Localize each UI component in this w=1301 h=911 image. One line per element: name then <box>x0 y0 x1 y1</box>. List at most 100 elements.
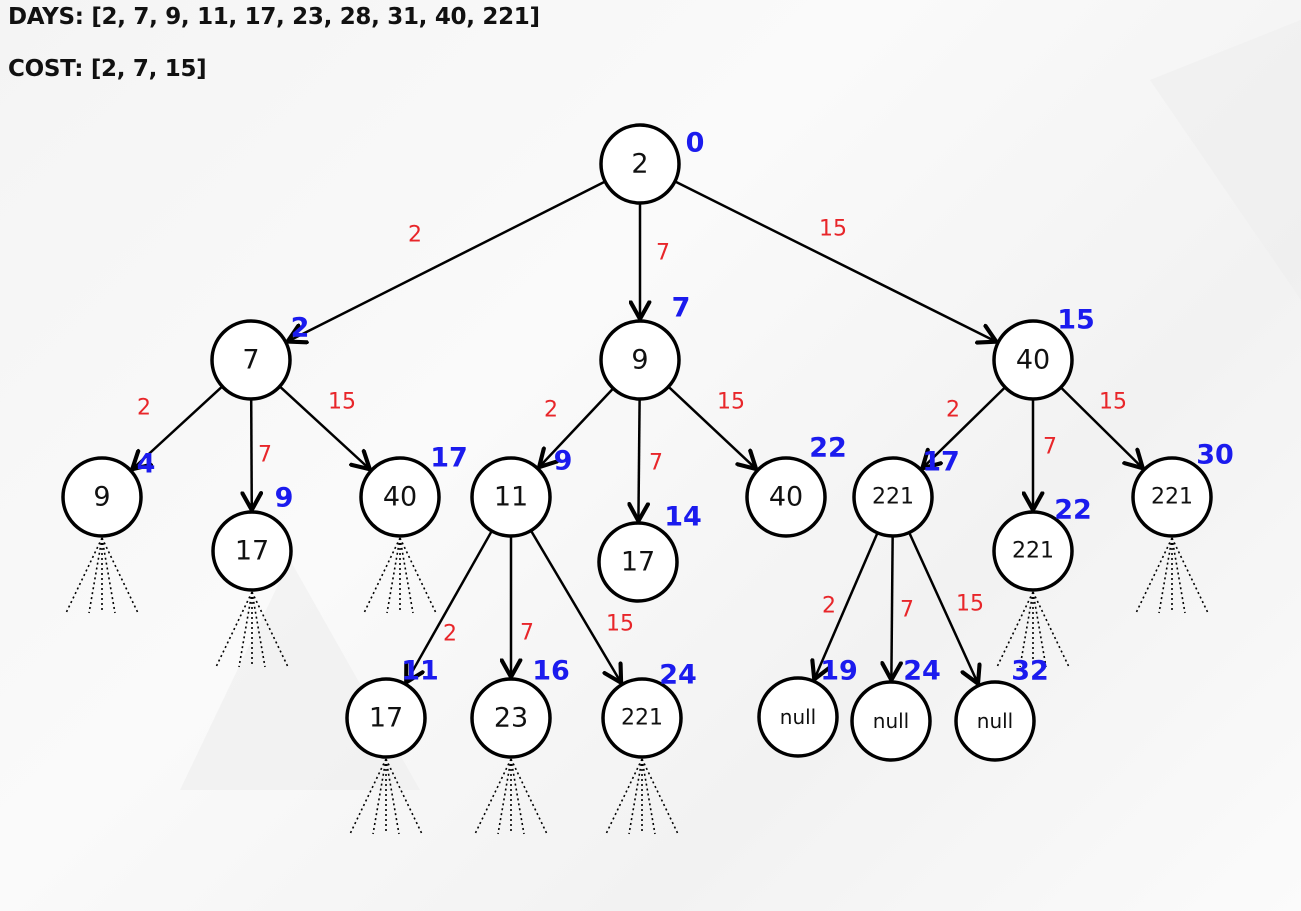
tree-node-null2: null <box>850 680 932 762</box>
node-label: 40 <box>383 482 417 513</box>
edge-cost-label: 2 <box>544 398 558 423</box>
node-circle <box>992 510 1074 592</box>
tree-node-n9: 9 <box>599 319 681 401</box>
edge-cost-label: 15 <box>606 612 634 637</box>
edge-n7-to-n7_17 <box>251 398 252 510</box>
node-circle <box>345 677 427 759</box>
edge-cost-label: 15 <box>717 390 745 415</box>
node-circle <box>992 319 1074 401</box>
edge-cost-label: 15 <box>1099 390 1127 415</box>
accumulated-cost-label: 17 <box>922 447 960 478</box>
accumulated-cost-label: 15 <box>1057 305 1095 336</box>
edge-cost-label: 7 <box>520 621 534 646</box>
node-label: null <box>780 705 816 729</box>
accumulated-cost-label: 4 <box>137 449 156 480</box>
edge-cost-label: 7 <box>258 443 272 468</box>
node-circle <box>599 319 681 401</box>
days-array-label: DAYS: [2, 7, 9, 11, 17, 23, 28, 31, 40, … <box>8 4 540 30</box>
node-circle <box>745 456 827 538</box>
edge-cost-label: 2 <box>408 223 422 248</box>
accumulated-cost-label: 22 <box>1054 495 1092 526</box>
node-circle <box>1131 456 1213 538</box>
node-circle <box>359 456 441 538</box>
continuation-stub-n40_221b <box>996 591 1070 668</box>
tree-node-n9_11: 11 <box>470 456 552 538</box>
node-circle <box>61 456 143 538</box>
edge-cost-label: 2 <box>946 398 960 423</box>
edge-n7-to-n7_40 <box>278 385 370 469</box>
tree-node-n40_221c: 221 <box>1131 456 1213 538</box>
continuation-stub-n40_221c <box>1135 537 1209 614</box>
edge-n9-to-n9_11 <box>539 387 615 467</box>
tree-node-null1: null <box>757 676 839 758</box>
continuation-stub-n11_23 <box>474 758 548 835</box>
stubs-layer <box>65 537 1209 835</box>
node-circle <box>599 123 681 205</box>
edge-cost-label: 15 <box>819 217 847 242</box>
edge-n40_221a-to-null1 <box>814 532 879 680</box>
tree-node-root: 2 <box>599 123 681 205</box>
node-circle <box>470 677 552 759</box>
edge-n9_11-to-n11_17 <box>406 530 493 682</box>
accumulated-cost-label: 9 <box>554 446 573 477</box>
node-label: 221 <box>621 706 663 731</box>
node-label: null <box>977 709 1013 733</box>
edge-n40_221a-to-null3 <box>908 531 978 683</box>
edge-cost-label: 15 <box>956 592 984 617</box>
tree-node-n9_17: 17 <box>597 521 679 603</box>
accumulated-cost-label: 24 <box>903 656 941 687</box>
node-label: 40 <box>769 482 803 513</box>
edge-cost-label: 15 <box>328 390 356 415</box>
accumulated-cost-label: 11 <box>401 656 439 687</box>
node-label: 17 <box>369 703 403 734</box>
node-circle <box>757 676 839 758</box>
edge-n40-to-n40_221c <box>1059 386 1143 468</box>
node-label: 221 <box>1012 539 1054 564</box>
tree-node-n40_221b: 221 <box>992 510 1074 592</box>
tree-node-n11_23: 23 <box>470 677 552 759</box>
accumulated-cost-label: 32 <box>1011 656 1049 687</box>
node-label: 221 <box>872 485 914 510</box>
node-circle <box>954 680 1036 762</box>
tree-node-n40: 40 <box>992 319 1074 401</box>
accumulated-cost-label: 16 <box>532 656 570 687</box>
edge-cost-label: 7 <box>649 451 663 476</box>
accumulated-cost-label: 14 <box>664 502 702 533</box>
continuation-stub-n11_17 <box>349 758 423 835</box>
accumulated-cost-label: 24 <box>659 660 697 691</box>
tree-node-n11_17: 17 <box>345 677 427 759</box>
node-circle <box>597 521 679 603</box>
node-label: 2 <box>631 149 648 180</box>
node-label: 9 <box>631 345 648 376</box>
edge-n40-to-n40_221a <box>922 386 1007 468</box>
continuation-stub-n11_221 <box>605 758 679 835</box>
tree-node-n7_40: 40 <box>359 456 441 538</box>
tree-node-n11_221: 221 <box>601 677 683 759</box>
edge-cost-label: 2 <box>443 622 457 647</box>
node-circle <box>211 510 293 592</box>
edge-cost-label: 2 <box>822 594 836 619</box>
node-label: 9 <box>93 482 110 513</box>
tree-node-n7_9: 9 <box>61 456 143 538</box>
node-label: 7 <box>242 345 259 376</box>
edge-n9-to-n9_40 <box>667 385 756 469</box>
accumulated-cost-label: 17 <box>430 443 468 474</box>
edge-n7-to-n7_9 <box>132 385 224 469</box>
accumulated-cost-label: 30 <box>1196 440 1234 471</box>
node-label: 17 <box>235 536 269 567</box>
tree-node-n7: 7 <box>210 319 292 401</box>
accumulated-cost-label: 22 <box>809 433 847 464</box>
node-circle <box>470 456 552 538</box>
tree-node-n9_40: 40 <box>745 456 827 538</box>
cost-array-label: COST: [2, 7, 15] <box>8 56 207 82</box>
edge-n9-to-n9_17 <box>638 398 639 521</box>
accumulated-cost-label: 0 <box>686 128 705 159</box>
tree-node-n7_17: 17 <box>211 510 293 592</box>
accumulated-cost-label: 7 <box>672 293 691 324</box>
tree-node-null3: null <box>954 680 1036 762</box>
accumulated-cost-label: 2 <box>291 313 310 344</box>
edge-cost-label: 7 <box>656 241 670 266</box>
continuation-stub-n7_17 <box>215 591 289 668</box>
